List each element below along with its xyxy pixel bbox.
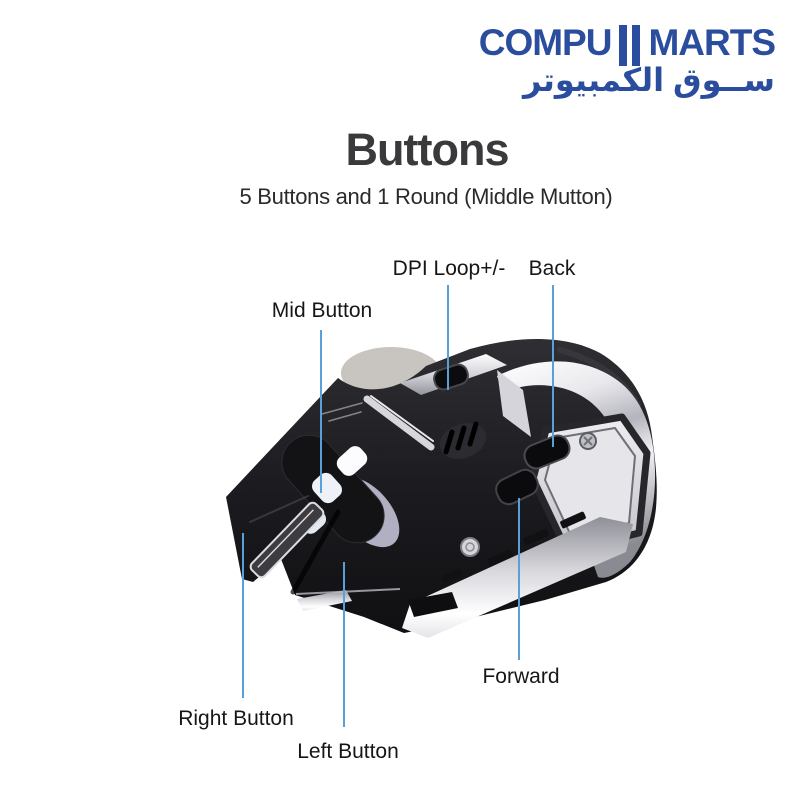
callout-lines: [242, 285, 554, 727]
logo-divider-bars-icon: [619, 25, 641, 66]
body-scratches: [249, 402, 363, 523]
forward-side-button: [495, 468, 539, 506]
scroll-wheel-cutout: [312, 472, 342, 504]
page-title: Buttons: [345, 124, 510, 175]
page-subtitle: 5 Buttons and 1 Round (Middle Mutton): [239, 184, 613, 209]
left-flap-bottom-edge: [295, 588, 401, 595]
callout-label-back: Back: [528, 257, 576, 280]
callout-label-dpi-loop: DPI Loop+/-: [392, 257, 506, 280]
brand-text-arabic: ســوق الكمبيوتر: [522, 62, 775, 98]
back-side-button: [523, 434, 571, 470]
callout-label-left-button: Left Button: [297, 740, 399, 763]
scroll-wheel-cutout: [336, 446, 368, 476]
product-image-mouse: [226, 338, 657, 638]
brand-text-right: MARTS: [648, 22, 776, 63]
brand-logo: COMPU MARTS ســوق الكمبيوتر: [478, 22, 776, 98]
mouse-wheel-slot-edge: [363, 395, 435, 451]
callout-label-right-button: Right Button: [178, 707, 294, 730]
vent-slits-icon: [443, 421, 479, 455]
brand-logo-english: COMPU MARTS: [478, 22, 776, 66]
mouse-front-lip-notch: [408, 592, 458, 617]
mouse-chrome-connector: [497, 370, 531, 437]
callout-label-forward: Forward: [482, 665, 560, 688]
flap-seam: [290, 509, 341, 595]
mouse-front-lip-chrome: [297, 590, 352, 611]
mouse-bottom-lip: [402, 517, 633, 638]
right-flap-gloss-strip: [249, 501, 325, 579]
screw-icon: [460, 537, 480, 557]
screw-icon: [579, 432, 597, 450]
mouse-lip-dashes: [442, 511, 586, 583]
brand-text-left: COMPU: [478, 22, 613, 63]
mouse-wheel-slot-edge-shine: [370, 395, 434, 442]
callout-label-mid-button: Mid Button: [271, 299, 373, 322]
